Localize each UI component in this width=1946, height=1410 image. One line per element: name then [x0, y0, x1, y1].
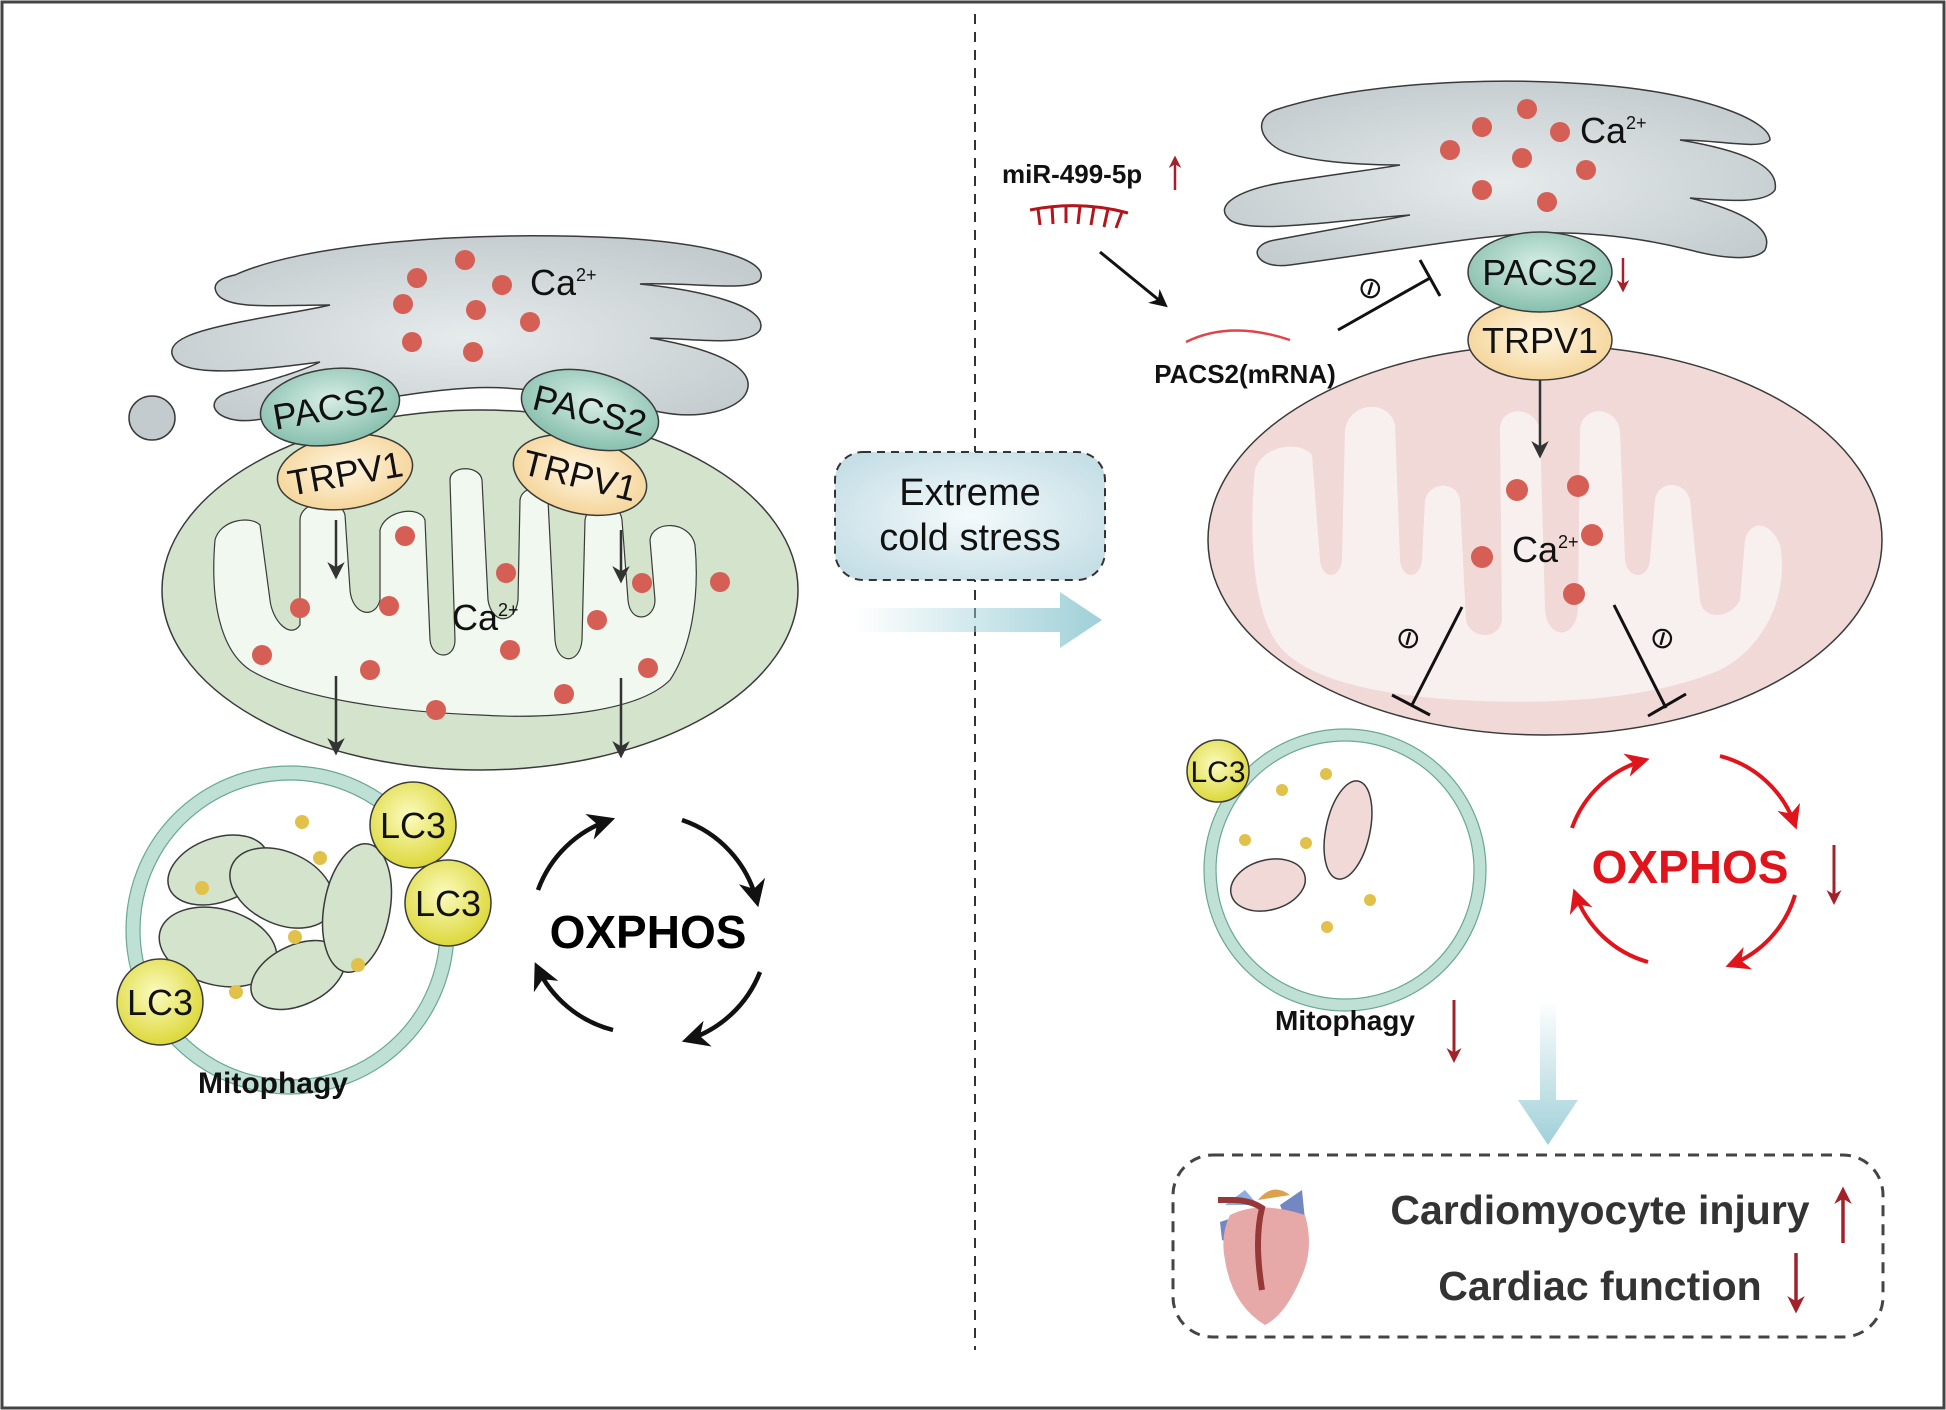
cold-stress-line1: Extreme: [899, 472, 1040, 514]
granules: [195, 815, 365, 999]
er-vesicle: [128, 395, 176, 441]
pacs2-trpv1-complex-left-2: PACS2 TRPV1: [512, 368, 660, 517]
autophagosome-right: [1203, 728, 1487, 1012]
lc3-marker-left-2: LC3: [404, 859, 492, 947]
oxphos-cycle-left: [533, 813, 766, 1047]
inhibition-bar: [1418, 259, 1442, 297]
left-panel: Ca2+ Ca2+: [116, 235, 799, 1100]
arrow-mirna-to-mrna: [1099, 250, 1168, 308]
inhibition-bar: [1391, 693, 1431, 717]
oxphos-cycle-right: [1569, 753, 1800, 970]
right-panel: miR-499-5p PACS2(mRNA) ⊘: [1002, 80, 1885, 1339]
mitochondrion-left: [161, 409, 799, 771]
mitochondrion-right: [1207, 344, 1883, 736]
oxphos-label-right: OXPHOS: [1592, 841, 1789, 893]
outcome-box: Cardiomyocyte injury Cardiac function: [1171, 1153, 1885, 1339]
engulfed-mitochondrion: [1229, 858, 1307, 912]
flow-arrow-down: [1518, 1000, 1578, 1145]
engulfed-mitochondria: [158, 834, 393, 1011]
granules: [1239, 768, 1376, 933]
calcium-dots-mito-left: [252, 526, 730, 720]
mrna-label: PACS2(mRNA): [1154, 359, 1336, 389]
outcome-line1: Cardiomyocyte injury: [1390, 1187, 1809, 1233]
trpv1-label: TRPV1: [1482, 320, 1598, 361]
autophagosome-left: [125, 765, 455, 1095]
svg-text:LC3: LC3: [127, 982, 193, 1023]
inhibition-line-oxphos: [1612, 604, 1668, 709]
lc3-marker-right: LC3: [1186, 739, 1250, 803]
mrna-strand-icon: [1185, 329, 1291, 344]
calcium-dots-er-right: [1440, 99, 1596, 212]
mito-calcium-label-left: Ca2+: [452, 597, 519, 638]
transition-arrow: [855, 592, 1102, 648]
lc3-marker-left-1: LC3: [369, 781, 457, 869]
svg-text:LC3: LC3: [415, 883, 481, 924]
inhibition-line-mitophagy: [1410, 606, 1464, 706]
oxphos-label-left: OXPHOS: [550, 906, 747, 958]
pacs2-trpv1-complex-left-1: PACS2 TRPV1: [259, 367, 414, 511]
inhibition-line-mrna-pacs2: [1337, 276, 1431, 332]
pacs2-protein: [259, 367, 401, 447]
inhibition-bar: [1647, 692, 1687, 718]
er-calcium-label-left: Ca2+: [530, 262, 597, 303]
calcium-dots-mito-right: [1471, 475, 1603, 605]
heart-icon: [1218, 1189, 1309, 1325]
er-calcium-label-right: Ca2+: [1580, 110, 1647, 151]
pacs2-trpv1-complex-right: PACS2 TRPV1: [1467, 231, 1613, 381]
svg-text:LC3: LC3: [1190, 756, 1245, 789]
mirna-icon: [1029, 204, 1129, 229]
cold-stress-box: [834, 451, 1106, 581]
transition: Extreme cold stress: [834, 451, 1106, 648]
cold-stress-line2: cold stress: [879, 517, 1061, 559]
mitophagy-label-right: Mitophagy: [1275, 1005, 1415, 1036]
lc3-marker-left-3: LC3: [116, 958, 204, 1046]
engulfed-mitochondrion: [1323, 780, 1373, 880]
pacs2-protein: [1467, 231, 1613, 313]
calcium-dots-er-left: [393, 250, 540, 362]
svg-text:LC3: LC3: [380, 805, 446, 846]
mirna-label: miR-499-5p: [1002, 159, 1142, 189]
outcome-line2: Cardiac function: [1438, 1263, 1761, 1309]
mitophagy-label-left: Mitophagy: [198, 1067, 348, 1100]
pacs2-label: PACS2: [1482, 252, 1597, 293]
mito-calcium-label-right: Ca2+: [1512, 529, 1579, 570]
pacs2-protein: [520, 368, 660, 452]
